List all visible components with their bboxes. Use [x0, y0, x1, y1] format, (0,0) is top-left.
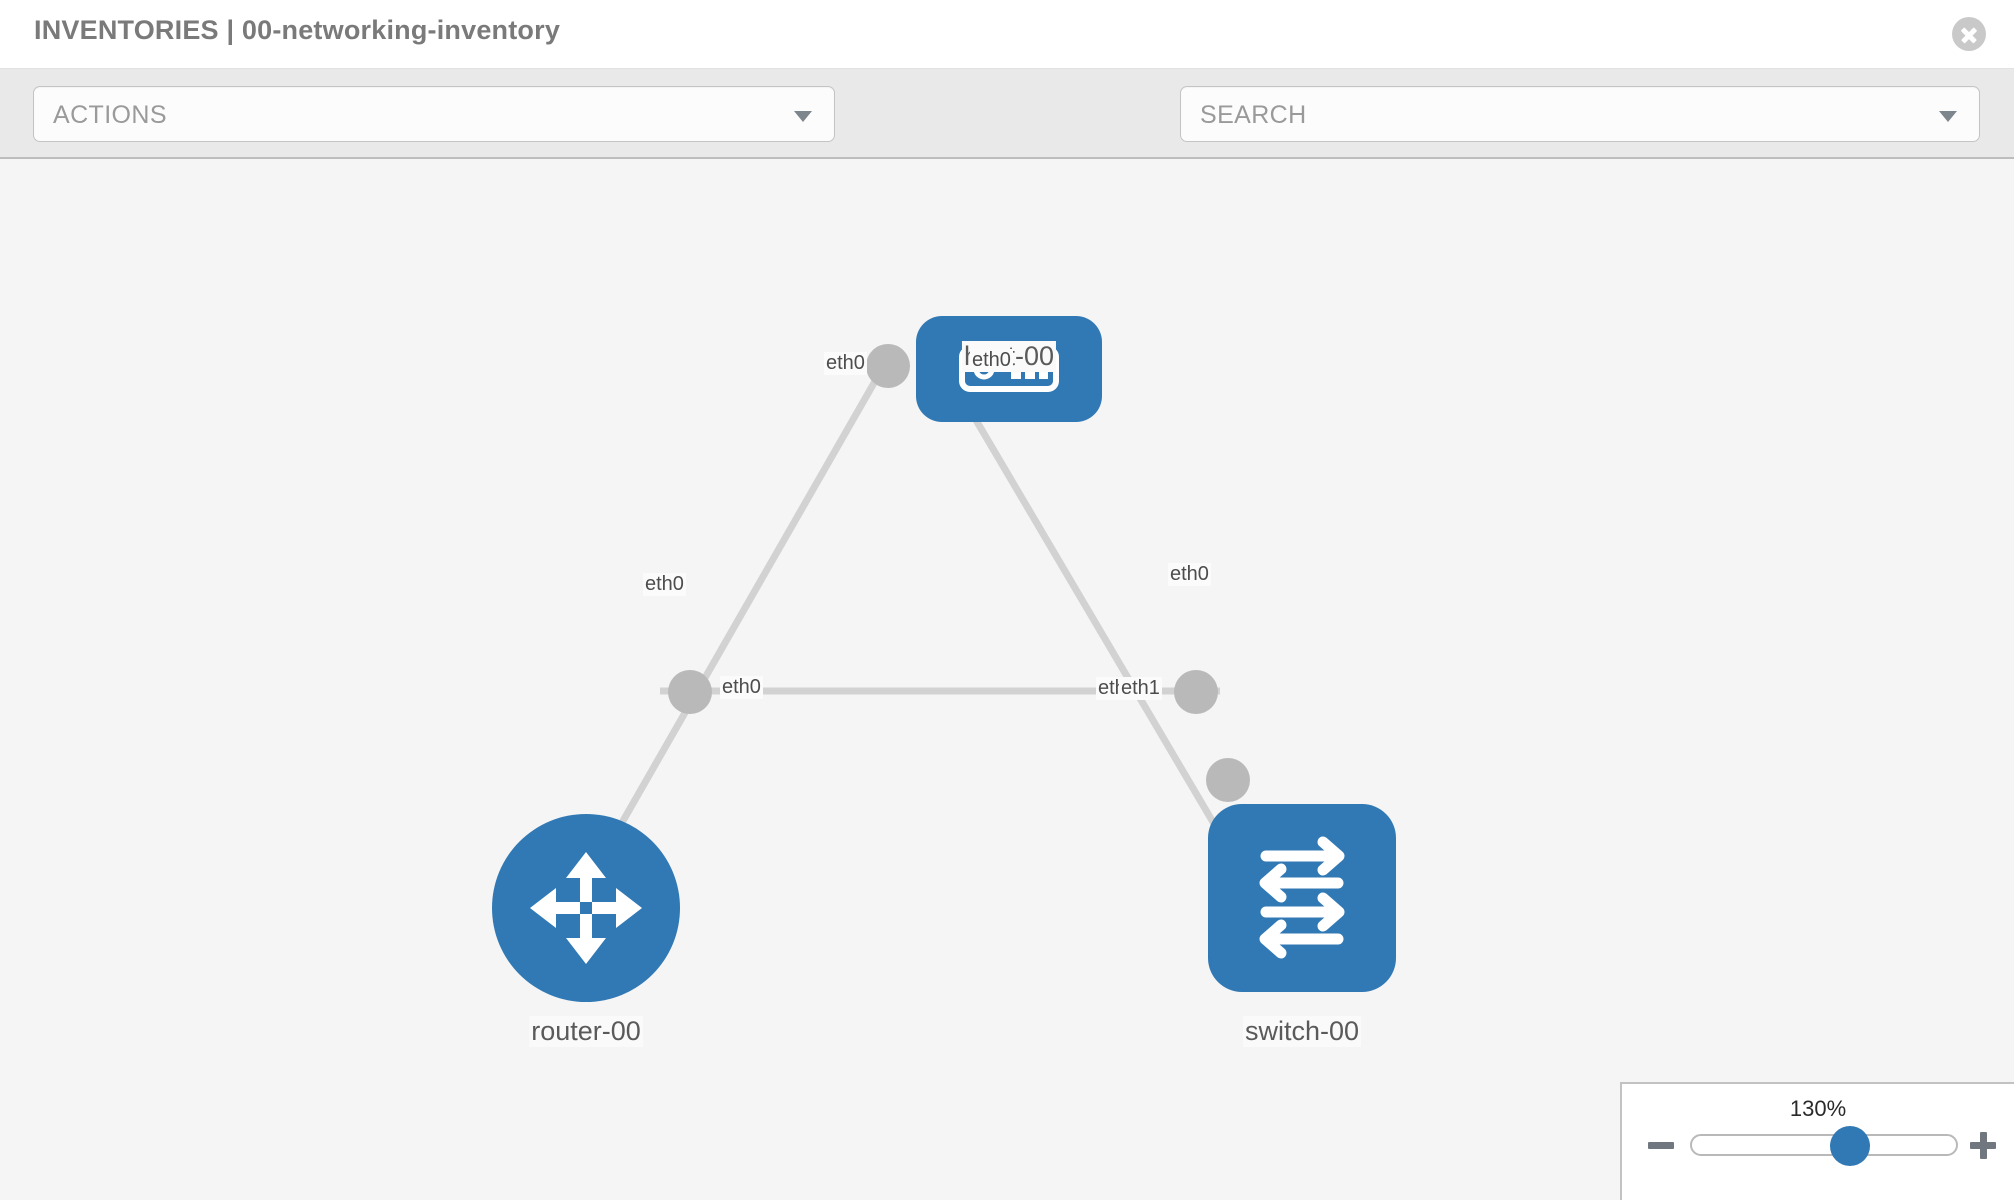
connector-switch-top[interactable]: [1206, 758, 1250, 802]
zoom-control-panel: 130%: [1620, 1082, 2014, 1200]
link-host-router[interactable]: [596, 374, 882, 863]
actions-dropdown[interactable]: ACTIONS: [33, 86, 835, 142]
connector-switch-left[interactable]: [1174, 670, 1218, 714]
chevron-down-icon: [794, 111, 812, 122]
search-placeholder: SEARCH: [1200, 101, 1307, 129]
node-router-00[interactable]: [492, 814, 680, 1002]
iface-label-switch-up: eth0: [1168, 563, 1211, 586]
router-icon: [530, 852, 642, 964]
link-host-switch[interactable]: [946, 374, 1234, 853]
zoom-level-value: 130%: [1789, 1096, 1847, 1121]
iface-label-router-side: eth0: [720, 676, 763, 699]
zoom-out-button[interactable]: [1644, 1128, 1678, 1162]
search-input[interactable]: SEARCH: [1180, 86, 1980, 142]
iface-label-host-left: eth0: [824, 352, 867, 375]
toolbar: ACTIONS SEARCH: [0, 69, 2014, 204]
topology-canvas[interactable]: host-00 router-00: [0, 161, 2014, 1200]
node-switch-00-label: switch-00: [1242, 1016, 1362, 1047]
iface-label-host-right: eth0: [970, 349, 1013, 372]
zoom-slider-track[interactable]: [1690, 1126, 1958, 1166]
iface-label-switch-side-b: eth1: [1119, 677, 1162, 700]
page-header: INVENTORIES | 00-networking-inventory: [0, 0, 2014, 69]
iface-label-router-up: eth0: [643, 573, 686, 596]
node-switch-00[interactable]: [1208, 804, 1396, 992]
node-switch-00-shape[interactable]: [1208, 804, 1396, 992]
connector-router-right[interactable]: [668, 670, 712, 714]
page-title: INVENTORIES | 00-networking-inventory: [34, 15, 561, 45]
node-router-00-label: router-00: [529, 1016, 643, 1047]
zoom-slider-thumb[interactable]: [1830, 1126, 1871, 1166]
connector-host-left[interactable]: [866, 344, 910, 388]
close-icon[interactable]: [1952, 17, 1986, 51]
chevron-down-icon: [1939, 111, 1957, 122]
node-router-00-shape[interactable]: [492, 814, 680, 1002]
actions-dropdown-label: ACTIONS: [53, 101, 167, 129]
zoom-in-button[interactable]: [1966, 1128, 2000, 1162]
switch-icon: [1259, 836, 1345, 959]
